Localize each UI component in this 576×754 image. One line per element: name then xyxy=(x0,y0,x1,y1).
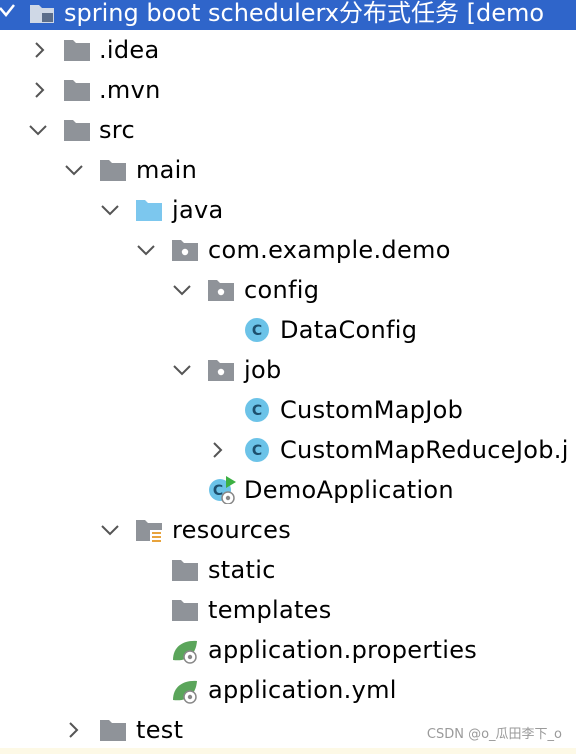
folder-icon xyxy=(172,560,198,581)
tree-item-class-dataconfig[interactable]: C DataConfig xyxy=(0,310,576,350)
tree-item-label: templates xyxy=(208,596,332,624)
tree-item-label: test xyxy=(136,716,184,744)
spring-boot-application-icon: C xyxy=(209,476,236,504)
tree-item-application-properties[interactable]: application.properties xyxy=(0,630,576,670)
tree-item-class-custommapjob[interactable]: C CustomMapJob xyxy=(0,390,576,430)
tree-item-label: com.example.demo xyxy=(208,236,451,264)
spring-config-file-icon xyxy=(173,640,197,664)
chevron-down-icon[interactable] xyxy=(100,520,120,540)
chevron-down-icon[interactable] xyxy=(172,360,192,380)
tree-item-static[interactable]: static xyxy=(0,550,576,590)
chevron-right-icon[interactable] xyxy=(208,440,228,460)
tree-item-application-yml[interactable]: application.yml xyxy=(0,670,576,710)
tree-item-package-job[interactable]: job xyxy=(0,350,576,390)
tree-item-templates[interactable]: templates xyxy=(0,590,576,630)
tree-item-test[interactable]: test xyxy=(0,710,576,750)
watermark: CSDN @o_瓜田李下_o xyxy=(426,726,562,744)
java-class-icon: C xyxy=(245,398,269,422)
chevron-down-icon[interactable] xyxy=(136,240,156,260)
chevron-down-icon[interactable] xyxy=(100,200,120,220)
java-class-icon: C xyxy=(245,438,269,462)
tree-item-label: config xyxy=(244,276,320,304)
folder-icon xyxy=(172,600,198,621)
svg-text:C: C xyxy=(252,323,262,339)
tree-item-idea[interactable]: .idea xyxy=(0,30,576,70)
svg-text:C: C xyxy=(252,403,262,419)
folder-icon xyxy=(64,120,90,141)
folder-icon xyxy=(64,80,90,101)
chevron-down-icon[interactable] xyxy=(28,120,48,140)
package-icon xyxy=(172,240,198,261)
tree-item-label: application.yml xyxy=(208,676,397,704)
tree-item-resources[interactable]: resources xyxy=(0,510,576,550)
tree-item-label: CustomMapJob xyxy=(280,396,464,424)
tree-item-label: DemoApplication xyxy=(244,476,454,504)
chevron-down-icon[interactable] xyxy=(64,160,84,180)
tree-item-package-config[interactable]: config xyxy=(0,270,576,310)
folder-icon xyxy=(100,720,126,741)
tree-item-mvn[interactable]: .mvn xyxy=(0,70,576,110)
resources-folder-icon xyxy=(136,520,162,543)
tree-item-label: .idea xyxy=(99,36,160,64)
svg-text:C: C xyxy=(252,443,262,459)
tree-item-label: java xyxy=(172,196,224,224)
tree-item-class-demoapplication[interactable]: C DemoApplication xyxy=(0,470,576,510)
tree-item-label: job xyxy=(244,356,282,384)
tree-item-src[interactable]: src xyxy=(0,110,576,150)
tree-item-label: .mvn xyxy=(99,76,161,104)
project-module-icon xyxy=(30,5,54,23)
chevron-down-icon[interactable] xyxy=(172,280,192,300)
tree-item-package-demo[interactable]: com.example.demo xyxy=(0,230,576,270)
tree-item-main[interactable]: main xyxy=(0,150,576,190)
tree-item-label: CustomMapReduceJob.j xyxy=(280,436,569,464)
spring-config-file-icon xyxy=(173,680,197,704)
tree-item-label: main xyxy=(136,156,198,184)
folder-icon xyxy=(64,40,90,61)
package-icon xyxy=(208,360,234,381)
source-folder-icon xyxy=(136,200,162,221)
package-icon xyxy=(208,280,234,301)
tree-item-label: application.properties xyxy=(208,636,478,664)
tree-item-label: src xyxy=(99,116,135,144)
folder-icon xyxy=(100,160,126,181)
tree-item-java[interactable]: java xyxy=(0,190,576,230)
project-root-row[interactable]: spring boot schedulerx分布式任务 [demo xyxy=(0,0,576,30)
chevron-down-icon[interactable] xyxy=(0,0,20,28)
chevron-right-icon[interactable] xyxy=(64,720,84,740)
tree-item-class-custommapreducejob[interactable]: C CustomMapReduceJob.j xyxy=(0,430,576,470)
java-class-icon: C xyxy=(245,318,269,342)
project-root-label: spring boot schedulerx分布式任务 [demo xyxy=(64,0,545,27)
tree-item-label: DataConfig xyxy=(280,316,418,344)
bottom-strip xyxy=(0,748,576,754)
chevron-right-icon[interactable] xyxy=(30,80,50,100)
tree-item-label: static xyxy=(208,556,276,584)
svg-text:C: C xyxy=(213,483,223,499)
chevron-right-icon[interactable] xyxy=(30,40,50,60)
tree-item-label: resources xyxy=(172,516,292,544)
